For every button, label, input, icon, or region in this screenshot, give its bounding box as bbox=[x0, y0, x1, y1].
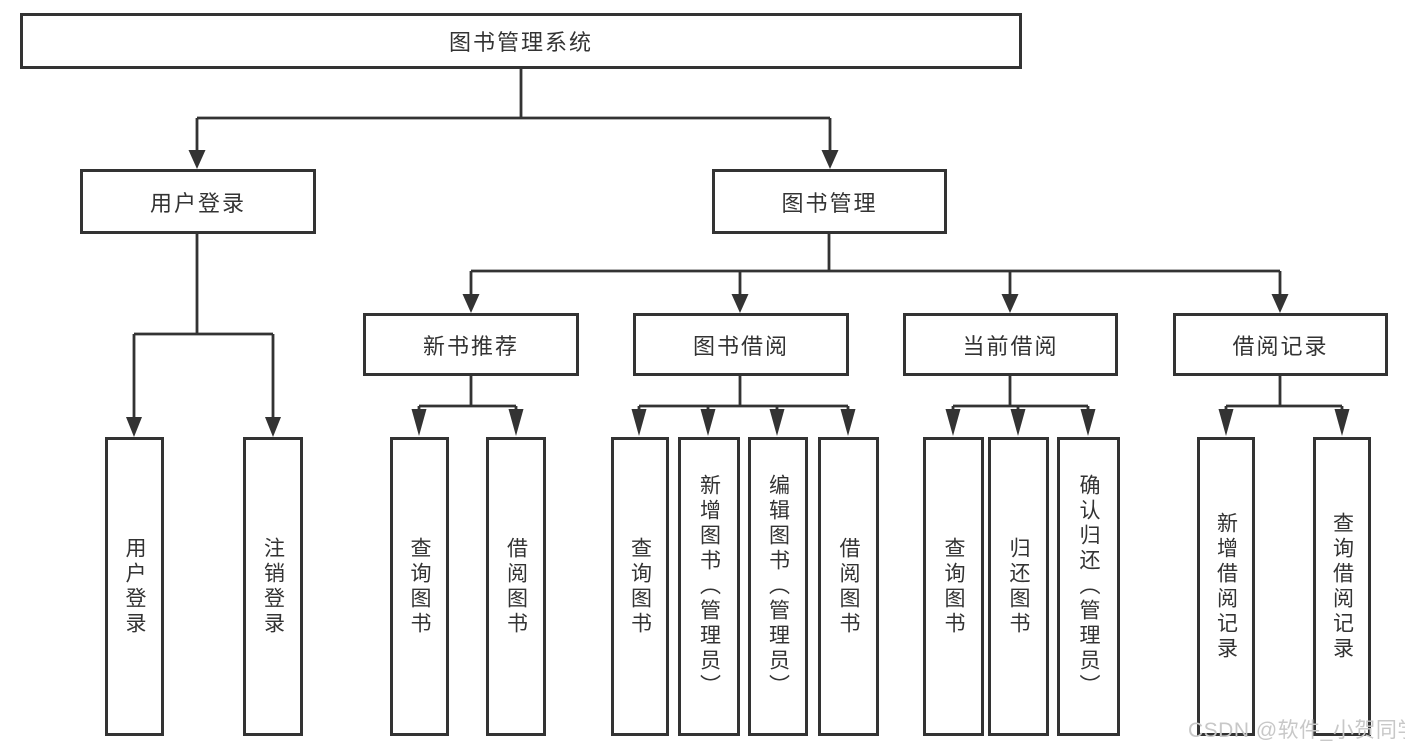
node-new-book-recommend-label: 新书推荐 bbox=[422, 333, 519, 359]
branch-book-management-label: 图书管理 bbox=[781, 190, 878, 216]
node-book-borrow-label: 图书借阅 bbox=[692, 333, 789, 359]
leaf-edit-book-admin-label: 编辑图书（管理员） bbox=[766, 474, 790, 699]
branch-book-management: 图书管理 bbox=[712, 169, 947, 234]
leaf-confirm-return-admin: 确认归还（管理员） bbox=[1057, 437, 1120, 736]
leaf-user-login: 用户登录 bbox=[105, 437, 164, 736]
node-new-book-recommend: 新书推荐 bbox=[363, 313, 579, 376]
branch-user-login: 用户登录 bbox=[80, 169, 316, 234]
leaf-query-borrow-record-label: 查询借阅记录 bbox=[1330, 511, 1354, 662]
leaf-edit-book-admin: 编辑图书（管理员） bbox=[748, 437, 808, 736]
node-book-borrow: 图书借阅 bbox=[633, 313, 849, 376]
leaf-return-book: 归还图书 bbox=[988, 437, 1049, 736]
leaf-borrow-book-label: 借阅图书 bbox=[837, 536, 860, 637]
leaf-add-book-admin-label: 新增图书（管理员） bbox=[697, 474, 721, 699]
node-root: 图书管理系统 bbox=[20, 13, 1022, 69]
leaf-query-book-current-label: 查询图书 bbox=[942, 536, 965, 637]
branch-user-login-label: 用户登录 bbox=[149, 190, 246, 216]
leaf-query-book-recommend-label: 查询图书 bbox=[408, 536, 431, 637]
leaf-query-book-recommend: 查询图书 bbox=[390, 437, 449, 736]
leaf-confirm-return-admin-label: 确认归还（管理员） bbox=[1077, 474, 1100, 699]
leaf-query-borrow-record: 查询借阅记录 bbox=[1313, 437, 1371, 736]
node-borrow-record: 借阅记录 bbox=[1173, 313, 1388, 376]
leaf-add-book-admin: 新增图书（管理员） bbox=[678, 437, 740, 736]
node-current-borrow: 当前借阅 bbox=[903, 313, 1118, 376]
leaf-query-book-borrow: 查询图书 bbox=[611, 437, 669, 736]
leaf-query-book-current: 查询图书 bbox=[923, 437, 984, 736]
leaf-borrow-book-recommend-label: 借阅图书 bbox=[504, 536, 528, 637]
leaf-borrow-book-recommend: 借阅图书 bbox=[486, 437, 546, 736]
leaf-logout-label: 注销登录 bbox=[261, 536, 285, 637]
node-borrow-record-label: 借阅记录 bbox=[1232, 333, 1329, 359]
leaf-borrow-book: 借阅图书 bbox=[818, 437, 879, 736]
node-root-label: 图书管理系统 bbox=[448, 30, 593, 55]
leaf-query-book-borrow-label: 查询图书 bbox=[628, 536, 652, 637]
leaf-add-borrow-record: 新增借阅记录 bbox=[1197, 437, 1255, 736]
leaf-add-borrow-record-label: 新增借阅记录 bbox=[1214, 511, 1238, 662]
arrowheads bbox=[126, 150, 1350, 437]
leaf-return-book-label: 归还图书 bbox=[1007, 536, 1030, 637]
leaf-logout: 注销登录 bbox=[243, 437, 303, 736]
watermark: CSDN @软件_小贺同学 bbox=[1188, 719, 1405, 742]
node-current-borrow-label: 当前借阅 bbox=[962, 333, 1059, 359]
leaf-user-login-label: 用户登录 bbox=[123, 536, 146, 637]
